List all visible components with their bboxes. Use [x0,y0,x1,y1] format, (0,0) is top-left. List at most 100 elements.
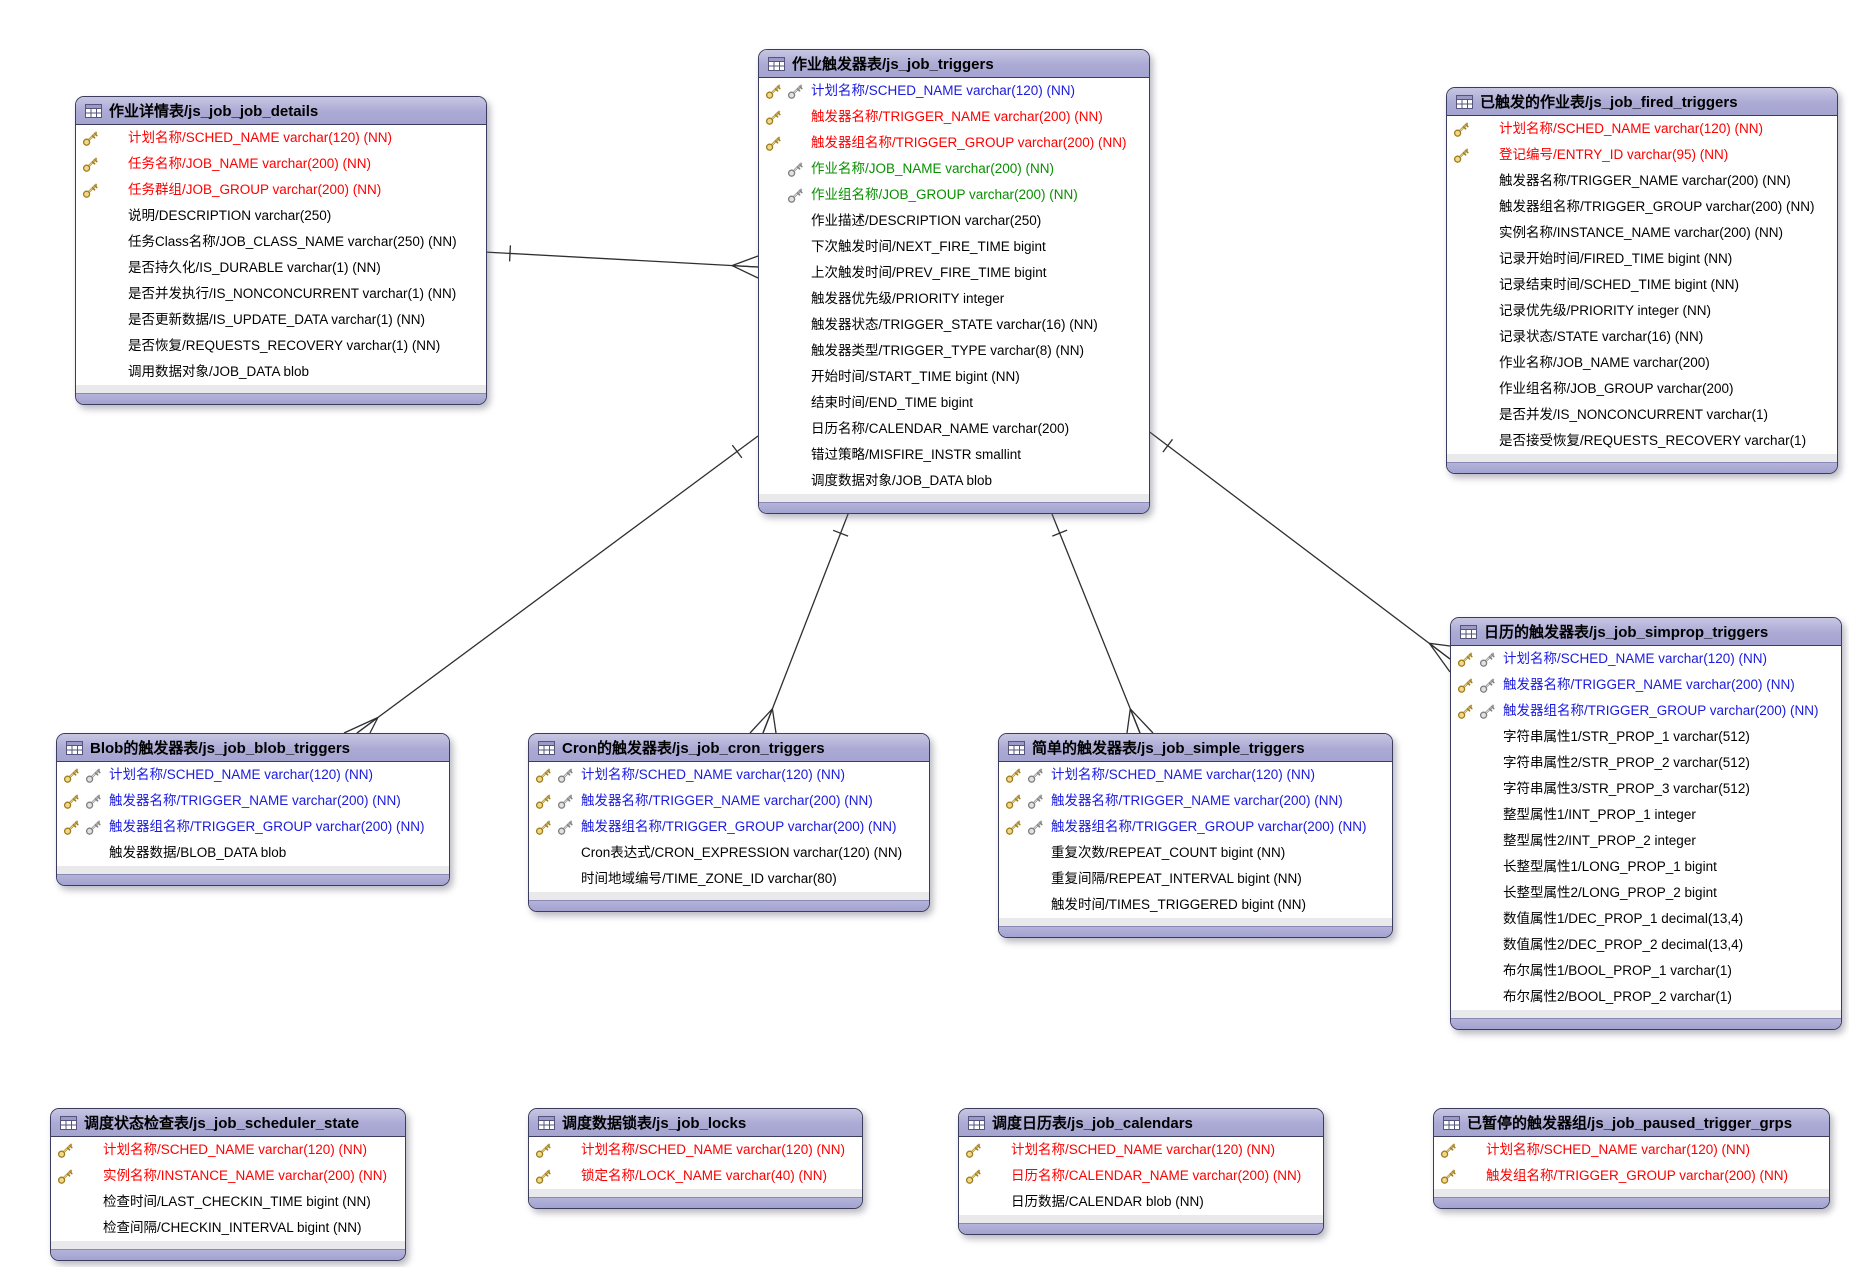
table-field-row[interactable]: 是否并发/IS_NONCONCURRENT varchar(1) [1447,402,1837,428]
table-field-row[interactable]: 触发器状态/TRIGGER_STATE varchar(16) (NN) [759,312,1149,338]
table-field-row[interactable]: 计划名称/SCHED_NAME varchar(120) (NN) [529,1137,862,1163]
table-field-row[interactable]: 计划名称/SCHED_NAME varchar(120) (NN) [529,762,929,788]
table-field-row[interactable]: 布尔属性2/BOOL_PROP_2 varchar(1) [1451,984,1841,1010]
table-field-row[interactable]: 记录开始时间/FIRED_TIME bigint (NN) [1447,246,1837,272]
table-header[interactable]: 作业触发器表/js_job_triggers [759,50,1149,78]
table-header[interactable]: 调度日历表/js_job_calendars [959,1109,1323,1137]
table-field-row[interactable]: 开始时间/START_TIME bigint (NN) [759,364,1149,390]
table-field-row[interactable]: 是否恢复/REQUESTS_RECOVERY varchar(1) (NN) [76,333,486,359]
er-table-js_job_simprop_triggers[interactable]: 日历的触发器表/js_job_simprop_triggers 计划名称/SCH… [1450,617,1842,1030]
er-table-js_job_fired_triggers[interactable]: 已触发的作业表/js_job_fired_triggers 计划名称/SCHED… [1446,87,1838,474]
table-field-row[interactable]: 触发器组名称/TRIGGER_GROUP varchar(200) (NN) [999,814,1392,840]
er-table-js_job_locks[interactable]: 调度数据锁表/js_job_locks 计划名称/SCHED_NAME varc… [528,1108,863,1209]
table-field-row[interactable]: 数值属性1/DEC_PROP_1 decimal(13,4) [1451,906,1841,932]
er-table-js_job_paused_trigger_grps[interactable]: 已暂停的触发器组/js_job_paused_trigger_grps 计划名称… [1433,1108,1830,1209]
table-field-row[interactable]: 计划名称/SCHED_NAME varchar(120) (NN) [1451,646,1841,672]
table-field-row[interactable]: 作业描述/DESCRIPTION varchar(250) [759,208,1149,234]
er-table-js_job_cron_triggers[interactable]: Cron的触发器表/js_job_cron_triggers 计划名称/SCHE… [528,733,930,912]
table-field-row[interactable]: 锁定名称/LOCK_NAME varchar(40) (NN) [529,1163,862,1189]
table-field-row[interactable]: 触发器名称/TRIGGER_NAME varchar(200) (NN) [999,788,1392,814]
table-field-row[interactable]: 数值属性2/DEC_PROP_2 decimal(13,4) [1451,932,1841,958]
table-field-row[interactable]: 作业名称/JOB_NAME varchar(200) (NN) [759,156,1149,182]
table-field-row[interactable]: 触发器名称/TRIGGER_NAME varchar(200) (NN) [529,788,929,814]
table-field-row[interactable]: 是否并发执行/IS_NONCONCURRENT varchar(1) (NN) [76,281,486,307]
table-field-row[interactable]: 触发器名称/TRIGGER_NAME varchar(200) (NN) [57,788,449,814]
connector-js_job_job_details-to-js_job_triggers[interactable] [483,245,759,279]
connector-js_job_triggers-to-js_job_simple_triggers[interactable] [1049,508,1154,734]
table-field-row[interactable]: 是否更新数据/IS_UPDATE_DATA varchar(1) (NN) [76,307,486,333]
table-field-row[interactable]: 触发时间/TIMES_TRIGGERED bigint (NN) [999,892,1392,918]
table-field-row[interactable]: 错过策略/MISFIRE_INSTR smallint [759,442,1149,468]
table-field-row[interactable]: 下次触发时间/NEXT_FIRE_TIME bigint [759,234,1149,260]
table-field-row[interactable]: 结束时间/END_TIME bigint [759,390,1149,416]
table-field-row[interactable]: 计划名称/SCHED_NAME varchar(120) (NN) [76,125,486,151]
table-field-row[interactable]: 布尔属性1/BOOL_PROP_1 varchar(1) [1451,958,1841,984]
table-field-row[interactable]: 作业组名称/JOB_GROUP varchar(200) [1447,376,1837,402]
table-field-row[interactable]: 调用数据对象/JOB_DATA blob [76,359,486,385]
er-table-js_job_scheduler_state[interactable]: 调度状态检查表/js_job_scheduler_state 计划名称/SCHE… [50,1108,406,1261]
table-field-row[interactable]: 触发器优先级/PRIORITY integer [759,286,1149,312]
table-field-row[interactable]: 任务名称/JOB_NAME varchar(200) (NN) [76,151,486,177]
table-field-row[interactable]: 登记编号/ENTRY_ID varchar(95) (NN) [1447,142,1837,168]
table-field-row[interactable]: 计划名称/SCHED_NAME varchar(120) (NN) [959,1137,1323,1163]
table-field-row[interactable]: 计划名称/SCHED_NAME varchar(120) (NN) [999,762,1392,788]
table-field-row[interactable]: 计划名称/SCHED_NAME varchar(120) (NN) [1447,116,1837,142]
table-field-row[interactable]: 计划名称/SCHED_NAME varchar(120) (NN) [57,762,449,788]
er-table-js_job_blob_triggers[interactable]: Blob的触发器表/js_job_blob_triggers 计划名称/SCHE… [56,733,450,886]
table-field-row[interactable]: 日历名称/CALENDAR_NAME varchar(200) [759,416,1149,442]
table-field-row[interactable]: 触发器数据/BLOB_DATA blob [57,840,449,866]
table-field-row[interactable]: 记录结束时间/SCHED_TIME bigint (NN) [1447,272,1837,298]
table-field-row[interactable]: 任务群组/JOB_GROUP varchar(200) (NN) [76,177,486,203]
table-field-row[interactable]: 触发器名称/TRIGGER_NAME varchar(200) (NN) [759,104,1149,130]
table-field-row[interactable]: 记录优先级/PRIORITY integer (NN) [1447,298,1837,324]
table-field-row[interactable]: 重复次数/REPEAT_COUNT bigint (NN) [999,840,1392,866]
table-field-row[interactable]: 触发器名称/TRIGGER_NAME varchar(200) (NN) [1451,672,1841,698]
table-header[interactable]: 已暂停的触发器组/js_job_paused_trigger_grps [1434,1109,1829,1137]
table-field-row[interactable]: 日历数据/CALENDAR blob (NN) [959,1189,1323,1215]
table-field-row[interactable]: 是否接受恢复/REQUESTS_RECOVERY varchar(1) [1447,428,1837,454]
table-field-row[interactable]: 作业名称/JOB_NAME varchar(200) [1447,350,1837,376]
table-field-row[interactable]: 任务Class名称/JOB_CLASS_NAME varchar(250) (N… [76,229,486,255]
table-field-row[interactable]: 计划名称/SCHED_NAME varchar(120) (NN) [1434,1137,1829,1163]
table-field-row[interactable]: 作业组名称/JOB_GROUP varchar(200) (NN) [759,182,1149,208]
table-field-row[interactable]: 触发器组名称/TRIGGER_GROUP varchar(200) (NN) [57,814,449,840]
er-table-js_job_simple_triggers[interactable]: 简单的触发器表/js_job_simple_triggers 计划名称/SCHE… [998,733,1393,938]
table-header[interactable]: Blob的触发器表/js_job_blob_triggers [57,734,449,762]
table-field-row[interactable]: 触发器名称/TRIGGER_NAME varchar(200) (NN) [1447,168,1837,194]
er-table-js_job_job_details[interactable]: 作业详情表/js_job_job_details 计划名称/SCHED_NAME… [75,96,487,405]
table-field-row[interactable]: 整型属性2/INT_PROP_2 integer [1451,828,1841,854]
table-header[interactable]: 调度状态检查表/js_job_scheduler_state [51,1109,405,1137]
table-header[interactable]: 调度数据锁表/js_job_locks [529,1109,862,1137]
table-field-row[interactable]: 日历名称/CALENDAR_NAME varchar(200) (NN) [959,1163,1323,1189]
table-field-row[interactable]: 调度数据对象/JOB_DATA blob [759,468,1149,494]
table-field-row[interactable]: 字符串属性1/STR_PROP_1 varchar(512) [1451,724,1841,750]
table-field-row[interactable]: 检查时间/LAST_CHECKIN_TIME bigint (NN) [51,1189,405,1215]
table-field-row[interactable]: 触发器组名称/TRIGGER_GROUP varchar(200) (NN) [759,130,1149,156]
table-field-row[interactable]: 触发器类型/TRIGGER_TYPE varchar(8) (NN) [759,338,1149,364]
table-field-row[interactable]: 计划名称/SCHED_NAME varchar(120) (NN) [51,1137,405,1163]
table-field-row[interactable]: 记录状态/STATE varchar(16) (NN) [1447,324,1837,350]
table-header[interactable]: 已触发的作业表/js_job_fired_triggers [1447,88,1837,116]
table-field-row[interactable]: 时间地域编号/TIME_ZONE_ID varchar(80) [529,866,929,892]
table-header[interactable]: 作业详情表/js_job_job_details [76,97,486,125]
er-table-js_job_calendars[interactable]: 调度日历表/js_job_calendars 计划名称/SCHED_NAME v… [958,1108,1324,1235]
table-field-row[interactable]: 检查间隔/CHECKIN_INTERVAL bigint (NN) [51,1215,405,1241]
table-field-row[interactable]: 说明/DESCRIPTION varchar(250) [76,203,486,229]
table-field-row[interactable]: 整型属性1/INT_PROP_1 integer [1451,802,1841,828]
table-field-row[interactable]: 长整型属性1/LONG_PROP_1 bigint [1451,854,1841,880]
table-field-row[interactable]: 上次触发时间/PREV_FIRE_TIME bigint [759,260,1149,286]
table-header[interactable]: 日历的触发器表/js_job_simprop_triggers [1451,618,1841,646]
table-field-row[interactable]: 实例名称/INSTANCE_NAME varchar(200) (NN) [1447,220,1837,246]
table-field-row[interactable]: 触发组名称/TRIGGER_GROUP varchar(200) (NN) [1434,1163,1829,1189]
connector-js_job_triggers-to-js_job_cron_triggers[interactable] [749,508,851,734]
table-field-row[interactable]: 字符串属性2/STR_PROP_2 varchar(512) [1451,750,1841,776]
table-field-row[interactable]: 字符串属性3/STR_PROP_3 varchar(512) [1451,776,1841,802]
table-field-row[interactable]: Cron表达式/CRON_EXPRESSION varchar(120) (NN… [529,840,929,866]
table-field-row[interactable]: 重复间隔/REPEAT_INTERVAL bigint (NN) [999,866,1392,892]
table-field-row[interactable]: 触发器组名称/TRIGGER_GROUP varchar(200) (NN) [529,814,929,840]
table-field-row[interactable]: 是否持久化/IS_DURABLE varchar(1) (NN) [76,255,486,281]
table-field-row[interactable]: 触发器组名称/TRIGGER_GROUP varchar(200) (NN) [1451,698,1841,724]
table-field-row[interactable]: 触发器组名称/TRIGGER_GROUP varchar(200) (NN) [1447,194,1837,220]
connector-js_job_triggers-to-js_job_simprop_triggers[interactable] [1146,429,1451,673]
connector-js_job_triggers-to-js_job_blob_triggers[interactable] [343,435,759,734]
